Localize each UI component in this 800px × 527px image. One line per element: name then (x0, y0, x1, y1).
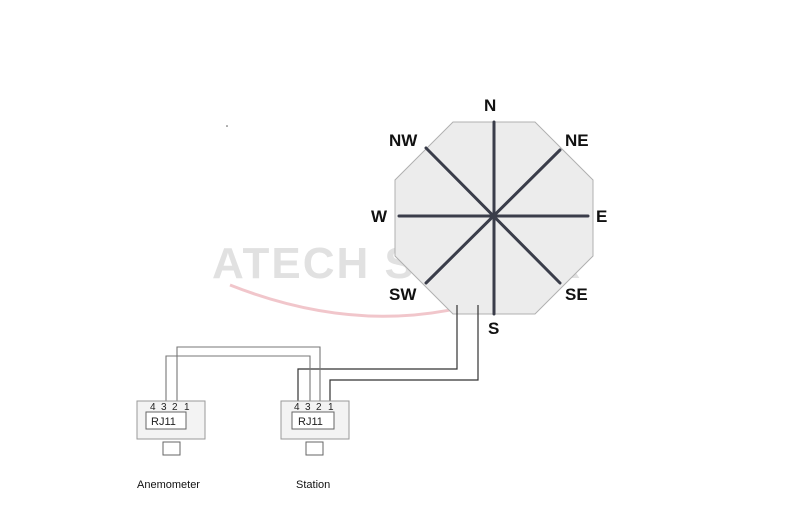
anemometer-connector: 4 3 2 1 RJ11 Anemometer (136, 400, 206, 491)
anemometer-wire-pin2 (176, 346, 321, 405)
station-pin-3: 3 (305, 402, 311, 413)
anemometer-plug (162, 441, 181, 456)
stray-dot (226, 125, 228, 127)
wind-vane: N NE E SE S SW W NW (371, 96, 607, 338)
anemometer-pin-1: 1 (184, 402, 190, 413)
direction-e: E (596, 207, 607, 226)
direction-n: N (484, 96, 496, 115)
anemometer-caption: Anemometer (137, 479, 200, 491)
anemometer-pin-4: 4 (150, 402, 156, 413)
station-connector: 4 3 2 1 RJ11 Station (280, 400, 350, 491)
anemometer-wire-pin3 (165, 355, 311, 405)
direction-w: W (371, 207, 388, 226)
vane-wire-inner (329, 305, 479, 405)
vane-wire-outer (297, 305, 458, 405)
station-pin-2: 2 (316, 402, 322, 413)
station-port (291, 411, 335, 430)
direction-nw: NW (389, 131, 418, 150)
anemometer-port-label: RJ11 (151, 416, 176, 428)
anemometer-pin-2: 2 (172, 402, 178, 413)
station-pin-4: 4 (294, 402, 300, 413)
station-caption: Station (296, 479, 330, 491)
direction-s: S (488, 319, 499, 338)
anemometer-wires (165, 346, 321, 405)
spoke-ne-sw (424, 148, 562, 285)
station-port-label: RJ11 (298, 416, 323, 428)
anemometer-port (145, 411, 187, 430)
direction-sw: SW (389, 285, 417, 304)
station-pin-1: 1 (328, 402, 334, 413)
station-plug (305, 441, 324, 456)
vane-wires (297, 305, 479, 405)
direction-ne: NE (565, 131, 589, 150)
direction-se: SE (565, 285, 588, 304)
anemometer-pin-3: 3 (161, 402, 167, 413)
